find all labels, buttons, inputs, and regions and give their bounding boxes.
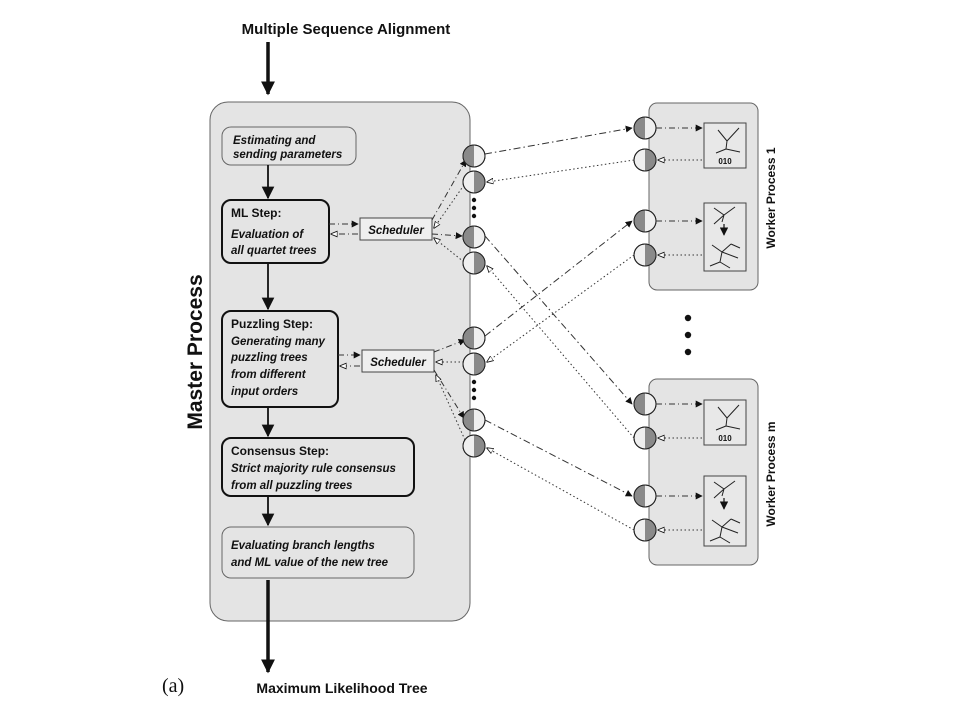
master-ports: [462, 144, 486, 458]
step-estimate: Estimating and sending parameters: [221, 126, 357, 166]
step-puzzling-line-1: Generating many: [231, 336, 326, 348]
step-puzzling-line-4: input orders: [231, 386, 298, 398]
worker-ellipsis: [684, 314, 692, 356]
step-ml-line-2: all quartet trees: [231, 245, 317, 257]
worker-process-m: Worker Process m 010: [648, 378, 778, 566]
scheduler-port-links: [431, 159, 467, 441]
worker-m-code: 010: [718, 434, 732, 443]
scheduler-puzzling-label: Scheduler: [370, 357, 426, 369]
master-ellipsis: [471, 197, 477, 401]
step-evaluate-line-2: and ML value of the new tree: [231, 557, 389, 569]
step-ml-line-1: Evaluation of: [231, 229, 304, 241]
step-puzzling-line-3: from different: [231, 369, 307, 381]
worker-m-tree-box-b: [703, 475, 747, 547]
input-label: Multiple Sequence Alignment: [242, 21, 451, 38]
worker-1-title: Worker Process 1: [764, 147, 778, 248]
step-puzzling: Puzzling Step: Generating many puzzling …: [221, 310, 339, 408]
step-ml: ML Step: Evaluation of all quartet trees: [221, 199, 330, 264]
step-estimate-line-2: sending parameters: [233, 149, 342, 161]
output-label: Maximum Likelihood Tree: [256, 680, 427, 696]
step-ml-title: ML Step:: [231, 206, 281, 220]
panel-label: (a): [162, 675, 184, 697]
worker-1-tree-box-b: [703, 202, 747, 272]
step-evaluate: Evaluating branch lengths and ML value o…: [221, 526, 415, 579]
step-consensus: Consensus Step: Strict majority rule con…: [221, 437, 415, 497]
step-puzzling-line-2: puzzling trees: [230, 352, 308, 364]
worker-1-code: 010: [718, 157, 732, 166]
step-consensus-line-1: Strict majority rule consensus: [231, 463, 396, 475]
step-evaluate-line-1: Evaluating branch lengths: [231, 540, 375, 552]
worker-internal-links: [656, 124, 703, 530]
master-worker-links: [484, 125, 635, 531]
master-process-title: Master Process: [184, 274, 207, 429]
scheduler-ml: Scheduler: [359, 217, 433, 241]
step-estimate-line-1: Estimating and: [233, 135, 316, 147]
worker-process-1: Worker Process 1 010: [648, 102, 778, 291]
step-consensus-title: Consensus Step:: [231, 444, 329, 458]
worker-1-tree-box-a: [703, 122, 747, 169]
scheduler-links: [329, 220, 361, 366]
scheduler-puzzling: Scheduler: [361, 349, 435, 373]
scheduler-ml-label: Scheduler: [368, 225, 424, 237]
worker-m-tree-box-a: [703, 399, 747, 446]
step-puzzling-title: Puzzling Step:: [231, 317, 313, 331]
step-consensus-line-2: from all puzzling trees: [231, 480, 352, 492]
worker-m-title: Worker Process m: [764, 421, 778, 526]
